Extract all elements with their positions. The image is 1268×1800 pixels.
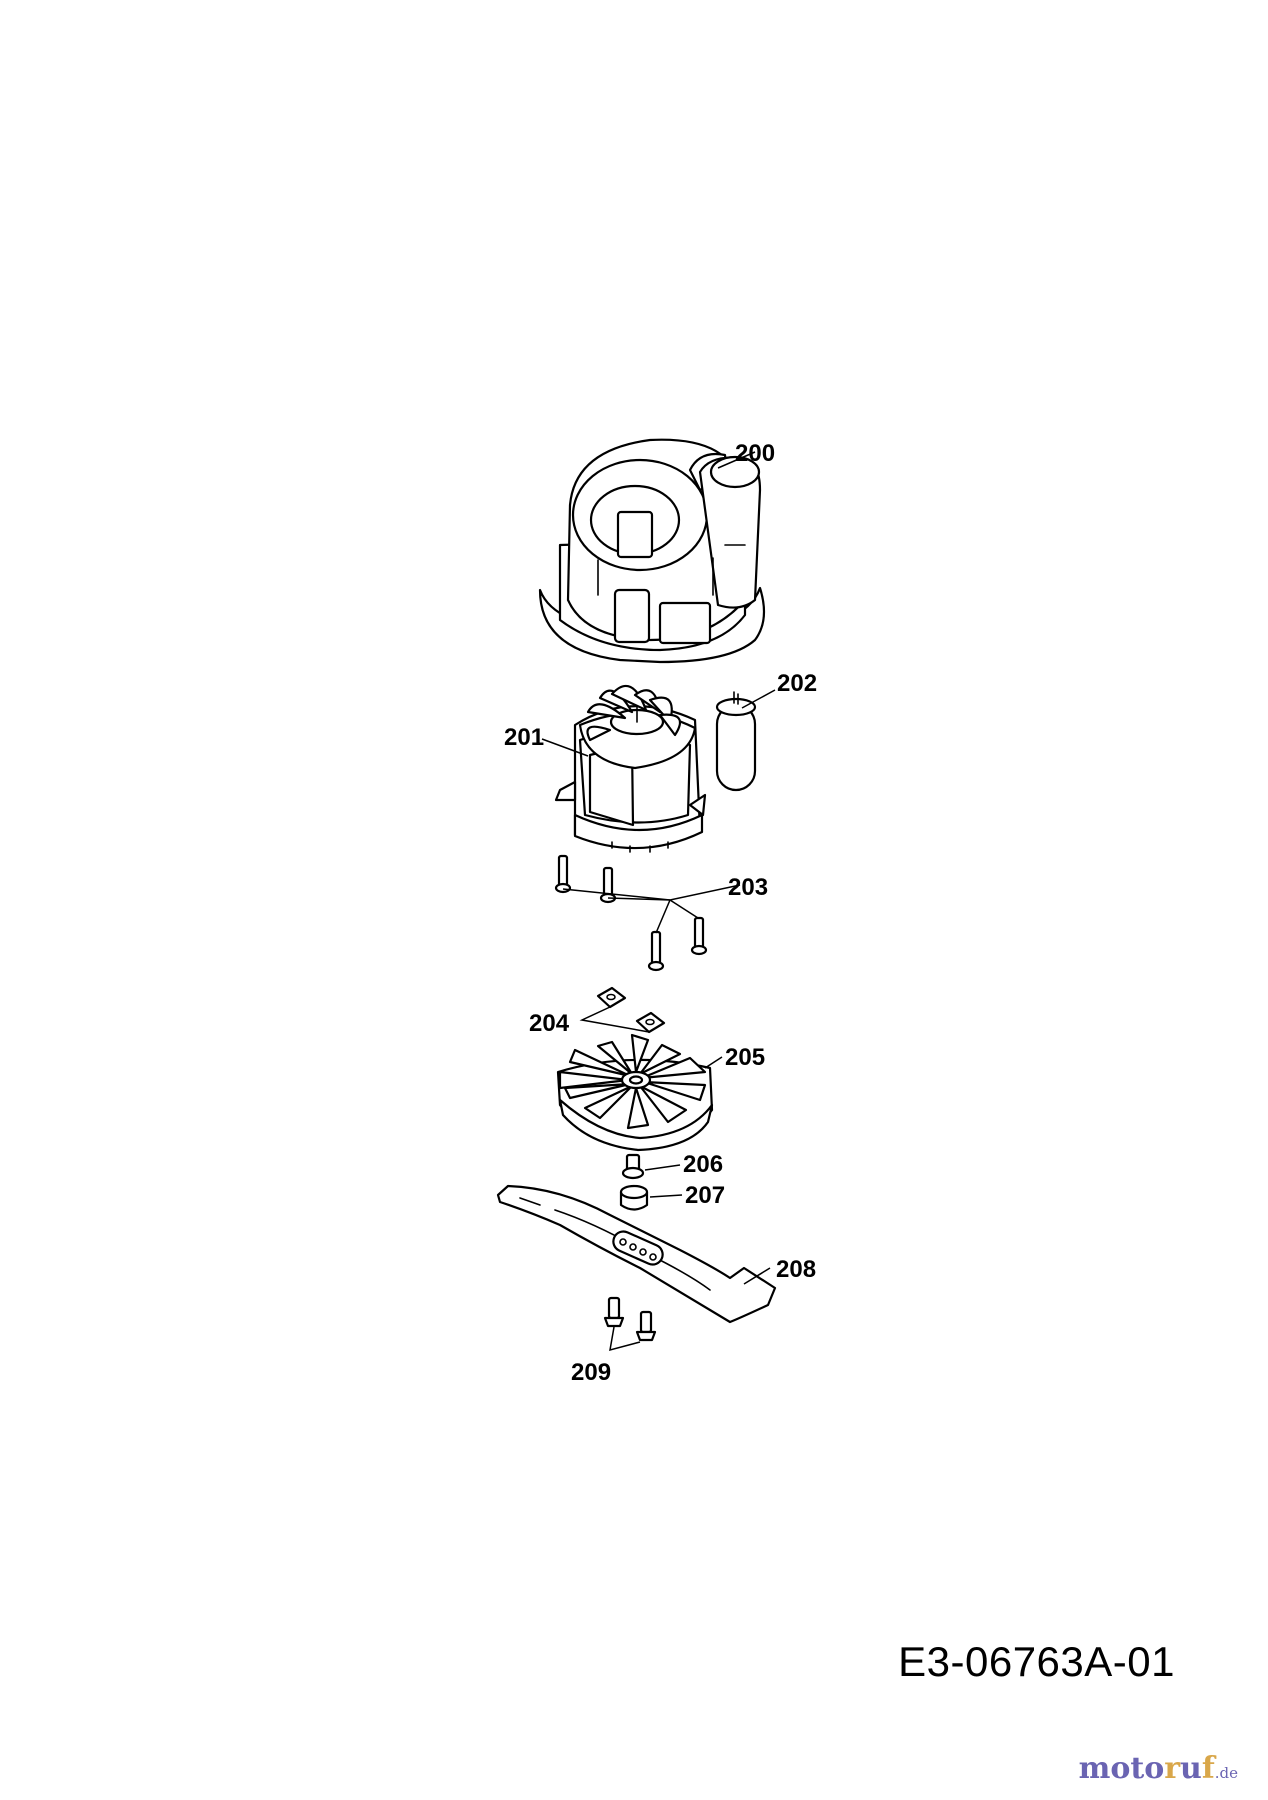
- blade-adapter-part: [619, 1184, 649, 1211]
- electric-motor-part: [554, 684, 707, 853]
- callout-203: 203: [728, 874, 768, 901]
- motoruf-watermark-logo: motoruf.de: [1079, 1751, 1238, 1786]
- blade-bolts-part: [603, 1296, 657, 1342]
- callout-201: 201: [504, 724, 544, 751]
- leader-lines: [541, 451, 776, 1352]
- callout-209: 209: [571, 1359, 611, 1386]
- center-bolt-part: [621, 1153, 645, 1180]
- callout-207: 207: [685, 1182, 725, 1209]
- motor-screws-part: [554, 854, 708, 972]
- capacitor-part: [715, 691, 757, 792]
- square-nuts-part: [596, 986, 666, 1034]
- drawing-code: E3-06763A-01: [898, 1638, 1175, 1685]
- fan-impeller-part: [556, 1033, 714, 1152]
- motor-housing-part: [538, 438, 766, 664]
- callout-204: 204: [529, 1010, 570, 1037]
- mower-blade-part: [496, 1184, 777, 1324]
- callout-200: 200: [735, 440, 775, 467]
- callout-208: 208: [776, 1256, 816, 1283]
- watermark-suffix: .de: [1214, 1764, 1238, 1782]
- callout-202: 202: [777, 670, 817, 697]
- callout-206: 206: [683, 1151, 723, 1178]
- watermark-brand: motoruf: [1078, 1751, 1215, 1786]
- callout-205: 205: [725, 1044, 765, 1071]
